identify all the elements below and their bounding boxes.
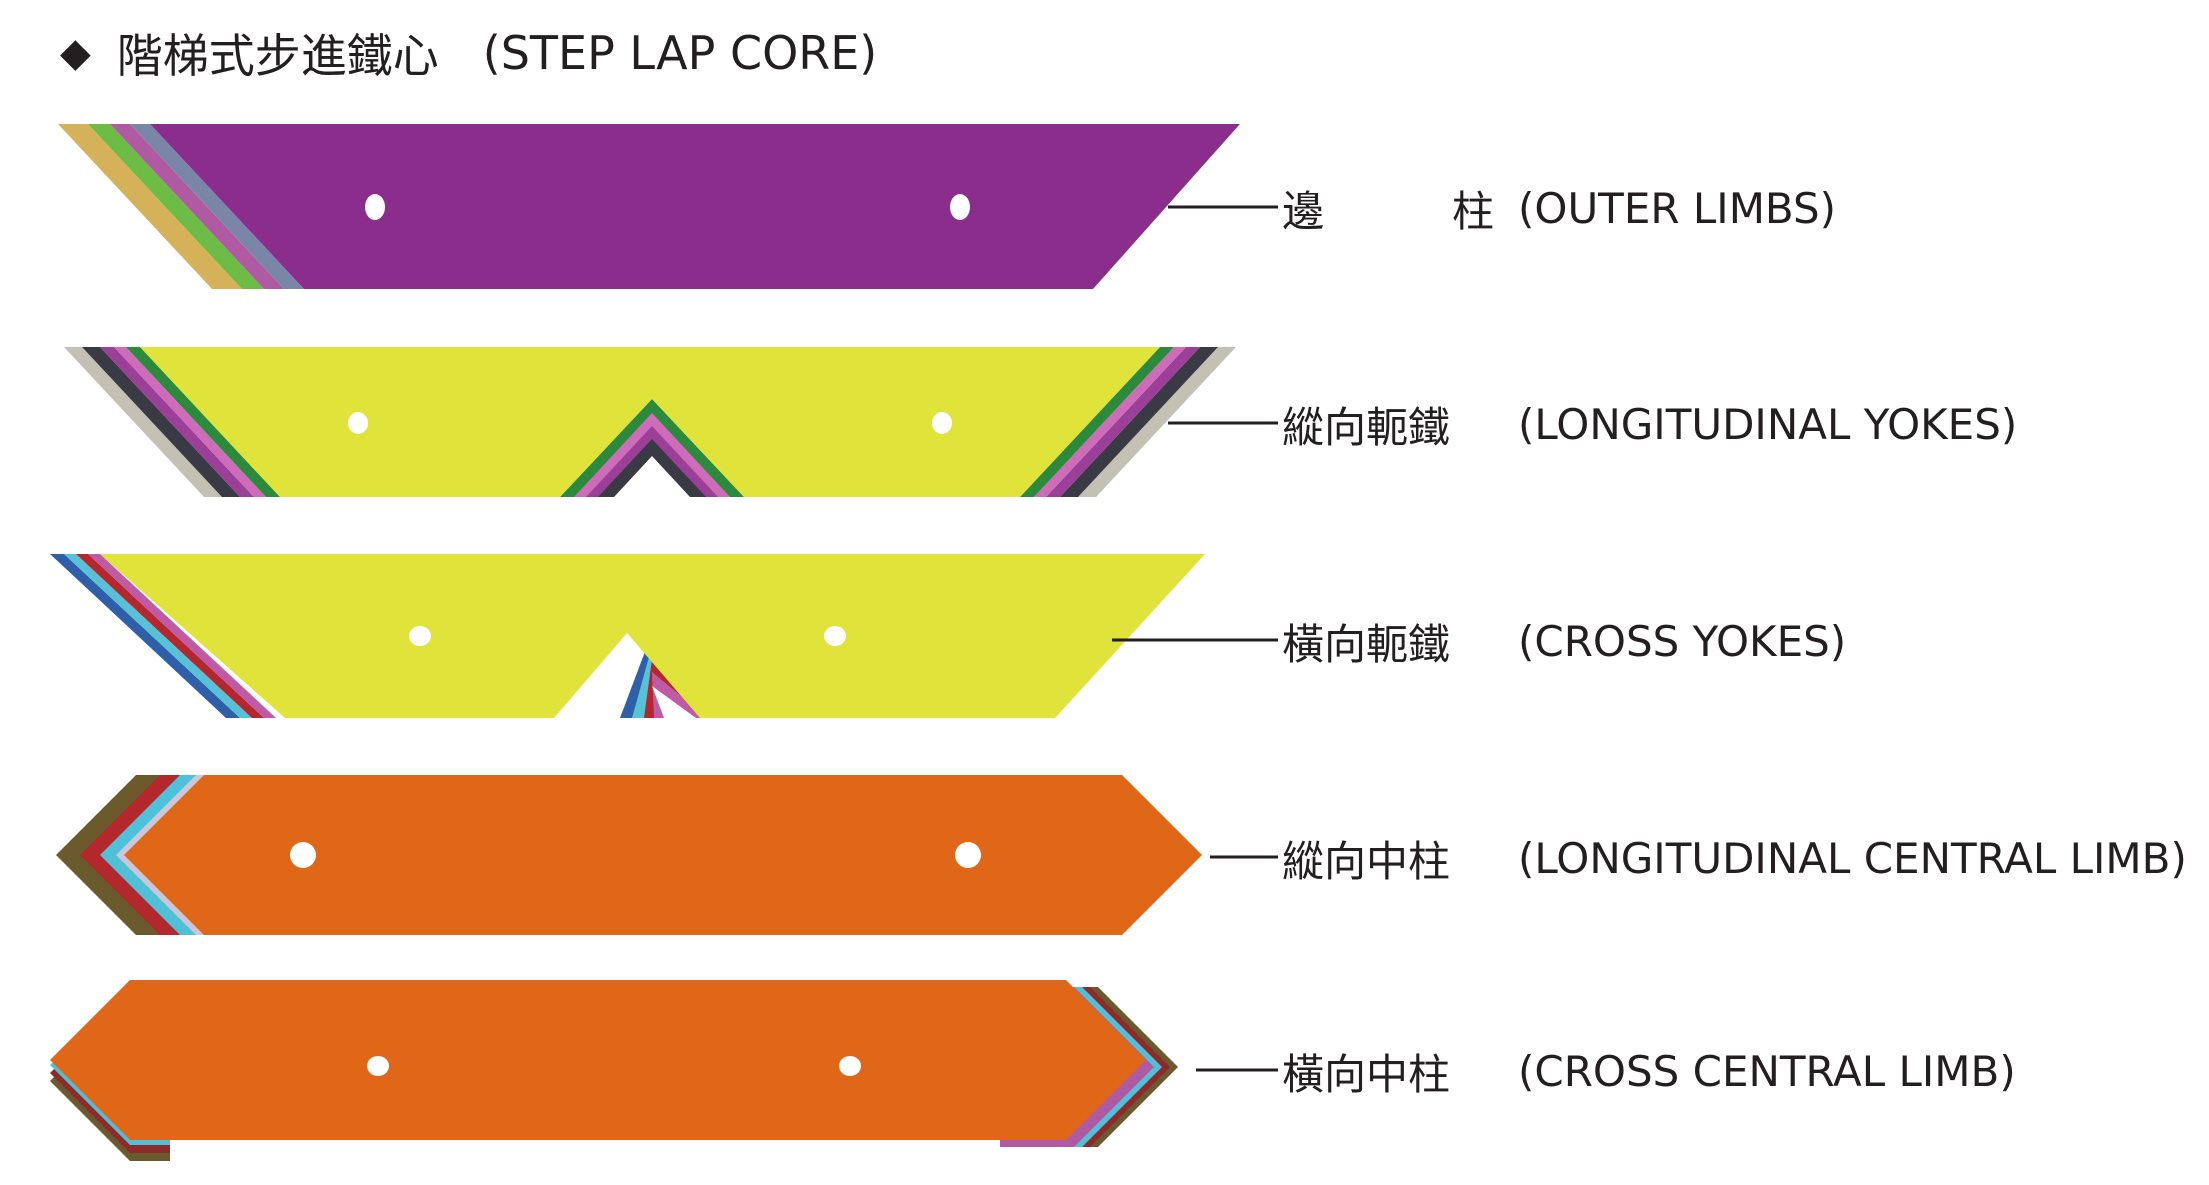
edge-layer: [76, 554, 264, 718]
longitudinal-yokes-lamination: [64, 347, 1278, 497]
bolt-hole: [290, 842, 316, 868]
label-cross-yokes: 橫向軛鐵 (CROSS YOKES): [1282, 611, 1846, 671]
edge-layer: [100, 347, 254, 497]
cross-central-limb-lamination: [50, 980, 1278, 1161]
edge-layer: [1020, 347, 1174, 497]
label-english: (CROSS CENTRAL LIMB): [1518, 1046, 2016, 1096]
label-longitudinal-central-limb: 縱向中柱 (LONGITUDINAL CENTRAL LIMB): [1282, 828, 2187, 888]
outer-limbs-lamination: [58, 124, 1278, 289]
edge-layer: [1034, 347, 1186, 497]
label-english: (LONGITUDINAL CENTRAL LIMB): [1518, 833, 2187, 883]
notch-layer: [614, 456, 690, 497]
edge-layer: [64, 554, 252, 718]
edge-layer: [88, 554, 276, 718]
edge-layer: [126, 347, 280, 497]
edge-layer: [114, 347, 266, 497]
cross-central-limb-plate: [50, 980, 1146, 1140]
edge-layer: [1060, 347, 1218, 497]
label-outer-limbs: 邊 柱 (OUTER LIMBS): [1282, 178, 1836, 238]
bolt-hole: [950, 194, 970, 220]
edge-layer: [130, 124, 304, 289]
edge-layer: [58, 124, 242, 289]
bolt-hole: [839, 1056, 861, 1076]
label-chinese: 橫向中柱: [1282, 1049, 1451, 1099]
label-english: (LONGITUDINAL YOKES): [1518, 399, 2018, 449]
outer-limbs-plate: [150, 124, 1240, 289]
label-chinese: 橫向軛鐵: [1282, 619, 1451, 669]
label-cross-central-limb: 橫向中柱 (CROSS CENTRAL LIMB): [1282, 1041, 2016, 1101]
longitudinal-central-limb-lamination: [56, 775, 1278, 935]
label-char: 柱: [1451, 186, 1494, 236]
bolt-hole: [955, 842, 981, 868]
label-english: (OUTER LIMBS): [1518, 183, 1837, 233]
diamond-bullet-icon: ◆: [60, 30, 91, 76]
bolt-hole: [365, 194, 385, 220]
longitudinal-central-limb-plate: [124, 775, 1202, 935]
page-title: ◆ 階梯式步進鐵心 (STEP LAP CORE): [60, 18, 877, 88]
cross-yokes-plate: [100, 554, 1205, 718]
edge-layer: [1078, 347, 1236, 497]
label-chinese: 邊 柱: [1282, 178, 1494, 239]
notch-layer: [652, 686, 696, 718]
edge-layer: [82, 347, 240, 497]
edge-layer: [50, 554, 240, 718]
label-chinese: 縱向中柱: [1282, 836, 1451, 886]
edge-layer: [110, 124, 284, 289]
label-chinese: 縱向軛鐵: [1282, 402, 1451, 452]
title-english: (STEP LAP CORE): [482, 26, 878, 80]
bolt-hole: [932, 412, 952, 434]
longitudinal-yokes-plate: [140, 347, 1160, 497]
title-chinese: 階梯式步進鐵心: [116, 29, 439, 83]
bolt-hole: [367, 1056, 389, 1076]
bolt-hole: [348, 412, 368, 434]
label-longitudinal-yokes: 縱向軛鐵 (LONGITUDINAL YOKES): [1282, 394, 2017, 454]
bolt-hole: [409, 626, 431, 646]
bolt-hole: [824, 626, 846, 646]
label-english: (CROSS YOKES): [1518, 616, 1847, 666]
cross-yokes-lamination: [50, 554, 1278, 718]
label-char: 邊: [1282, 186, 1325, 236]
edge-layer: [64, 347, 222, 497]
edge-layer: [88, 124, 264, 289]
edge-layer: [1046, 347, 1200, 497]
